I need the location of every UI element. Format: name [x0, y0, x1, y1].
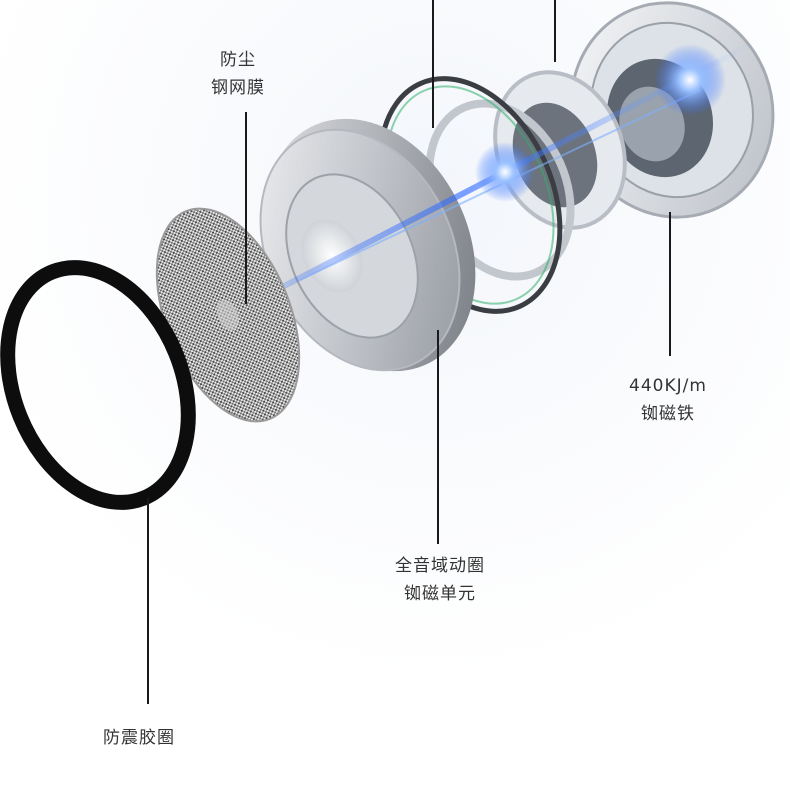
dust-mesh-label: 防尘 钢网膜 [188, 46, 288, 102]
driver-unit-label: 全音域动圈 铷磁单元 [380, 552, 500, 608]
driver-unit-label-line1: 全音域动圈 [395, 556, 485, 576]
rubber-ring [0, 260, 196, 510]
leader-line-magnet [669, 212, 671, 356]
magnet-label: 440KJ/m 铷磁铁 [608, 372, 728, 428]
leader-line-top-1 [432, 0, 434, 128]
magnet-label-line2: 铷磁铁 [641, 404, 695, 424]
leader-line-driver-unit [437, 330, 439, 544]
magnet-label-line1: 440KJ/m [629, 376, 707, 396]
driver-unit-label-line2: 铷磁单元 [404, 584, 476, 604]
dust-mesh-label-line1: 防尘 [220, 50, 256, 70]
rubber-ring-label: 防震胶圈 [84, 724, 194, 752]
rubber-ring-label-line1: 防震胶圈 [103, 728, 175, 748]
leader-line-top-2 [554, 0, 556, 62]
leader-line-dust-mesh [245, 112, 247, 304]
leader-line-rubber-ring [147, 498, 149, 704]
dust-mesh-label-line2: 钢网膜 [211, 78, 265, 98]
